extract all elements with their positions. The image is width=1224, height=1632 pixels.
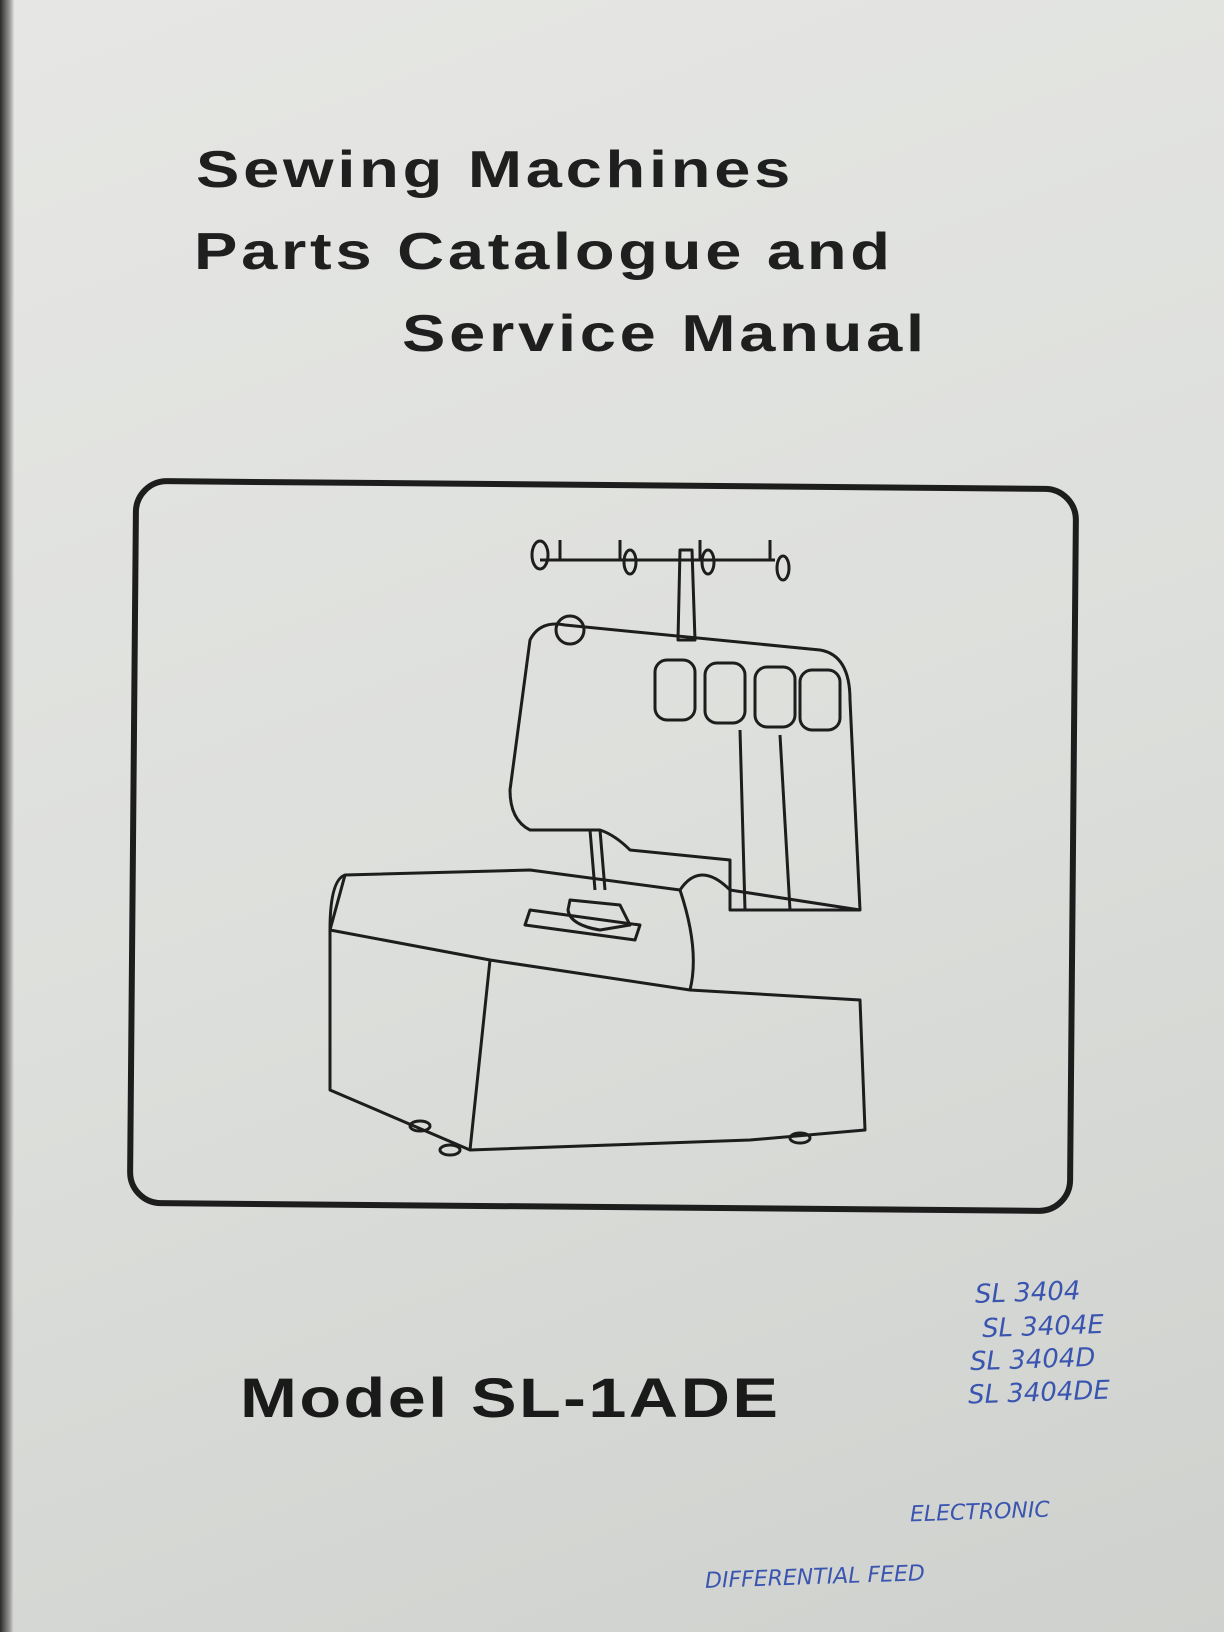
handwritten-electronic: ELECTRONIC: [909, 1497, 1051, 1528]
serger-illustration: [328, 539, 867, 1157]
manual-cover: [14, 0, 1224, 1632]
page-edge-shadow: [0, 0, 14, 1632]
model-label: Model SL-1ADE: [240, 1366, 781, 1429]
title-line-1: Sewing Machines: [196, 141, 795, 199]
title-line-2: Parts Catalogue and: [194, 223, 894, 281]
handwritten-model-3: SL 3404D: [969, 1342, 1096, 1378]
handwritten-model-1: SL 3404: [974, 1276, 1081, 1310]
handwritten-model-2: SL 3404E: [981, 1309, 1105, 1345]
handwritten-model-4: SL 3404DE: [967, 1375, 1111, 1411]
title-line-3: Service Manual: [402, 305, 928, 363]
